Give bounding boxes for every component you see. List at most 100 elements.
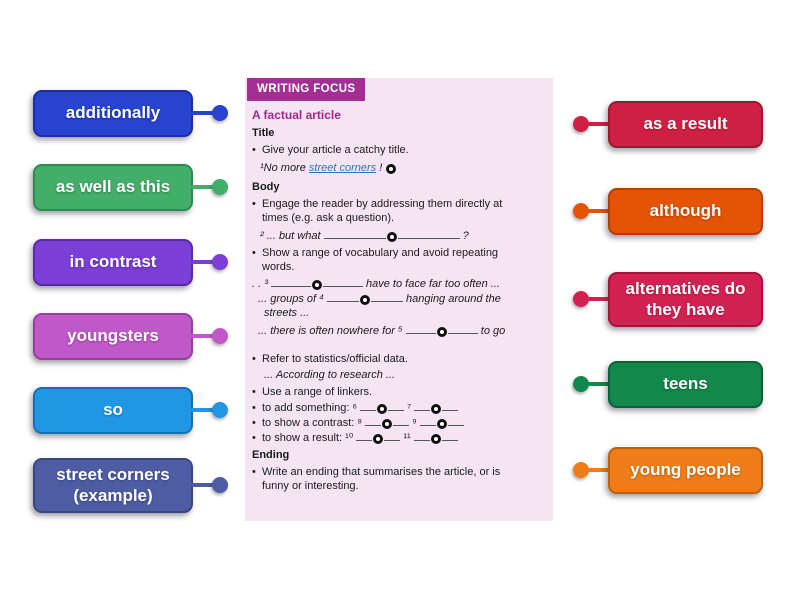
example-text: ¹No more bbox=[260, 162, 309, 174]
answer-tile-as-well-as-this[interactable]: as well as this bbox=[33, 164, 193, 211]
linker-label: ⁷ bbox=[404, 402, 415, 414]
answer-tile-although[interactable]: although bbox=[608, 188, 763, 235]
blank-line bbox=[397, 229, 460, 239]
linker-text: to show a result: ¹⁰ ¹¹ bbox=[262, 431, 458, 445]
answer-tile-additionally[interactable]: additionally bbox=[33, 90, 193, 137]
linker-line: • to add something: ⁶ ⁷ bbox=[252, 401, 546, 415]
connector-dot[interactable] bbox=[212, 477, 228, 493]
section-heading-body: Body bbox=[252, 181, 280, 193]
answer-slot[interactable] bbox=[386, 164, 397, 174]
tile-label: in contrast bbox=[69, 252, 157, 272]
connector-dot[interactable] bbox=[573, 203, 589, 219]
answer-tile-alternatives[interactable]: alternatives do they have bbox=[608, 272, 763, 327]
connector-dot[interactable] bbox=[212, 179, 228, 195]
instruction-text: Give your article a catchy title. bbox=[262, 144, 409, 156]
instruction-line: words. bbox=[262, 261, 295, 273]
answer-slot[interactable] bbox=[430, 434, 441, 444]
blank-line bbox=[414, 401, 431, 411]
answer-slot[interactable] bbox=[311, 280, 322, 290]
instruction-text: Show a range of vocabulary and avoid rep… bbox=[262, 247, 499, 259]
instruction-text: Engage the reader by addressing them dir… bbox=[262, 198, 503, 210]
tile-label: as a result bbox=[643, 114, 728, 134]
answer-tile-so[interactable]: so bbox=[33, 387, 193, 434]
blank-line bbox=[326, 292, 359, 302]
blank-line bbox=[447, 416, 464, 426]
connector-line bbox=[191, 111, 215, 115]
tile-label: young people bbox=[630, 460, 741, 480]
connector-line bbox=[586, 297, 610, 301]
instruction-text: Write an ending that summarises the arti… bbox=[262, 466, 501, 478]
instruction-line: • Use a range of linkers. bbox=[252, 385, 546, 399]
bullet-glyph: • bbox=[252, 402, 256, 414]
instruction-line: • Engage the reader by addressing them d… bbox=[252, 197, 546, 211]
answer-slot[interactable] bbox=[382, 419, 393, 429]
bullet-glyph: • bbox=[252, 247, 256, 259]
bullet-glyph: • bbox=[252, 198, 256, 210]
example-line: ... According to research ... bbox=[264, 369, 396, 381]
connector-line bbox=[191, 334, 215, 338]
bullet-glyph: • bbox=[252, 353, 256, 365]
instruction-text: Use a range of linkers. bbox=[262, 386, 373, 398]
writing-focus-panel: WRITING FOCUS A factual article Title • … bbox=[245, 78, 553, 521]
panel-header: WRITING FOCUS bbox=[247, 78, 366, 101]
answer-tile-youngsters[interactable]: youngsters bbox=[33, 313, 193, 360]
example-text: ... there is often nowhere for ⁵ bbox=[258, 325, 406, 337]
linker-label: to add something: ⁶ bbox=[262, 402, 361, 414]
tile-label: teens bbox=[663, 374, 708, 394]
example-text: to go bbox=[477, 325, 506, 337]
article-title: A factual article bbox=[252, 108, 341, 122]
answer-slot[interactable] bbox=[436, 419, 447, 429]
connector-dot[interactable] bbox=[573, 376, 589, 392]
answer-slot[interactable] bbox=[377, 404, 388, 414]
tile-label: as well as this bbox=[55, 177, 171, 197]
connector-dot[interactable] bbox=[212, 105, 228, 121]
connector-dot[interactable] bbox=[212, 402, 228, 418]
instruction-line: • Refer to statistics/official data. bbox=[252, 352, 546, 366]
answer-tile-in-contrast[interactable]: in contrast bbox=[33, 239, 193, 286]
answer-slot[interactable] bbox=[436, 327, 447, 337]
blank-line bbox=[356, 431, 373, 441]
example-line: ... there is often nowhere for ⁵ to go bbox=[252, 324, 546, 338]
connector-dot[interactable] bbox=[212, 254, 228, 270]
instruction-line: • Give your article a catchy title. bbox=[252, 143, 546, 157]
bullet-glyph: • bbox=[252, 386, 256, 398]
answer-slot[interactable] bbox=[359, 295, 370, 305]
bullet-glyph: • bbox=[252, 432, 256, 444]
blank-line bbox=[388, 401, 405, 411]
linker-label: to show a result: ¹⁰ bbox=[262, 432, 357, 444]
instruction-line: • Show a range of vocabulary and avoid r… bbox=[252, 246, 546, 260]
answer-slot[interactable] bbox=[373, 434, 384, 444]
blank-line bbox=[370, 292, 403, 302]
blank-line bbox=[442, 401, 459, 411]
section-heading-title: Title bbox=[252, 127, 275, 139]
connector-line bbox=[191, 185, 215, 189]
connector-dot[interactable] bbox=[573, 116, 589, 132]
blank-line bbox=[419, 416, 436, 426]
connector-line bbox=[191, 483, 215, 487]
connector-dot[interactable] bbox=[573, 462, 589, 478]
answer-tile-teens[interactable]: teens bbox=[608, 361, 763, 408]
answer-slot[interactable] bbox=[386, 232, 397, 242]
bullet-glyph: • bbox=[252, 144, 256, 156]
answer-tile-young-people[interactable]: young people bbox=[608, 447, 763, 494]
connector-dot[interactable] bbox=[212, 328, 228, 344]
linker-label: ⁹ bbox=[409, 417, 420, 429]
blank-line bbox=[413, 431, 430, 441]
connector-line bbox=[191, 408, 215, 412]
blank-line bbox=[360, 401, 377, 411]
tile-label: additionally bbox=[65, 103, 161, 123]
blank-line bbox=[323, 229, 386, 239]
connector-line bbox=[586, 209, 610, 213]
street-corners-link[interactable]: street corners bbox=[308, 162, 377, 174]
connector-dot[interactable] bbox=[573, 291, 589, 307]
connector-line bbox=[586, 122, 610, 126]
bullet-glyph: • bbox=[252, 417, 256, 429]
blank-line bbox=[270, 277, 311, 287]
blank-line bbox=[322, 277, 363, 287]
answer-slot[interactable] bbox=[431, 404, 442, 414]
answer-tile-as-a-result[interactable]: as a result bbox=[608, 101, 763, 148]
example-text: hanging around the bbox=[402, 293, 501, 305]
connector-line bbox=[586, 468, 610, 472]
answer-tile-street-corners[interactable]: street corners (example) bbox=[33, 458, 193, 513]
